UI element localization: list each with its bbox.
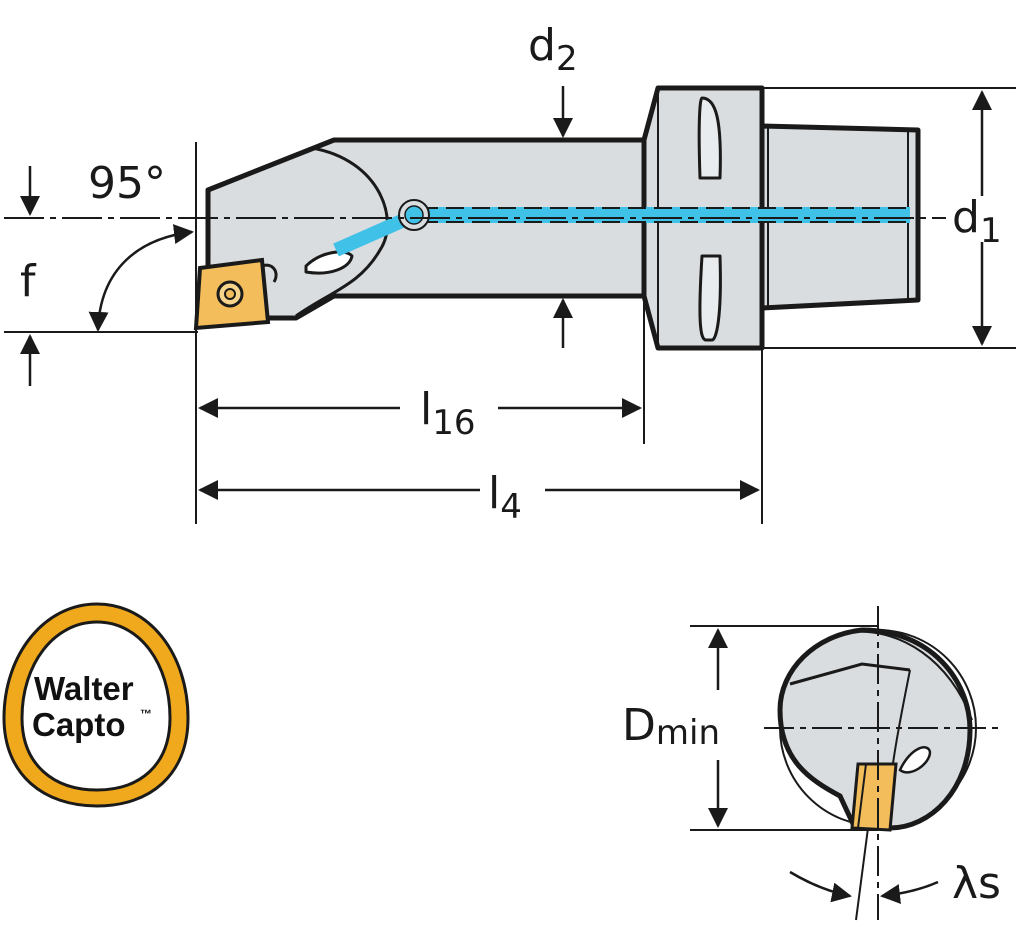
label-dmin: Dmin bbox=[622, 700, 720, 753]
chip-slot bbox=[304, 250, 354, 275]
logo-line2: Capto bbox=[32, 706, 126, 743]
label-angle: 95° bbox=[88, 158, 166, 209]
label-l4: l4 bbox=[488, 468, 522, 527]
flange-slot-top bbox=[697, 96, 722, 180]
label-lambda-s: λs bbox=[952, 858, 1001, 909]
coolant-channel bbox=[333, 199, 910, 257]
cutting-insert bbox=[193, 257, 278, 331]
walter-capto-logo: Walter Capto ™ bbox=[2, 602, 190, 808]
reference-lines bbox=[4, 87, 1016, 524]
front-dimension-arrows bbox=[708, 628, 939, 904]
label-f: f bbox=[20, 256, 37, 307]
head-contour bbox=[295, 146, 389, 318]
label-l16: l16 bbox=[420, 384, 476, 443]
label-d1: d1 bbox=[952, 192, 1002, 251]
label-d2: d2 bbox=[528, 20, 578, 79]
logo-line1: Walter bbox=[34, 670, 134, 707]
dimension-arrows bbox=[20, 86, 992, 500]
boring-bar-body bbox=[205, 137, 647, 321]
flange-slot-bottom bbox=[698, 254, 722, 342]
front-view bbox=[690, 606, 1000, 921]
logo-trademark: ™ bbox=[140, 707, 152, 721]
